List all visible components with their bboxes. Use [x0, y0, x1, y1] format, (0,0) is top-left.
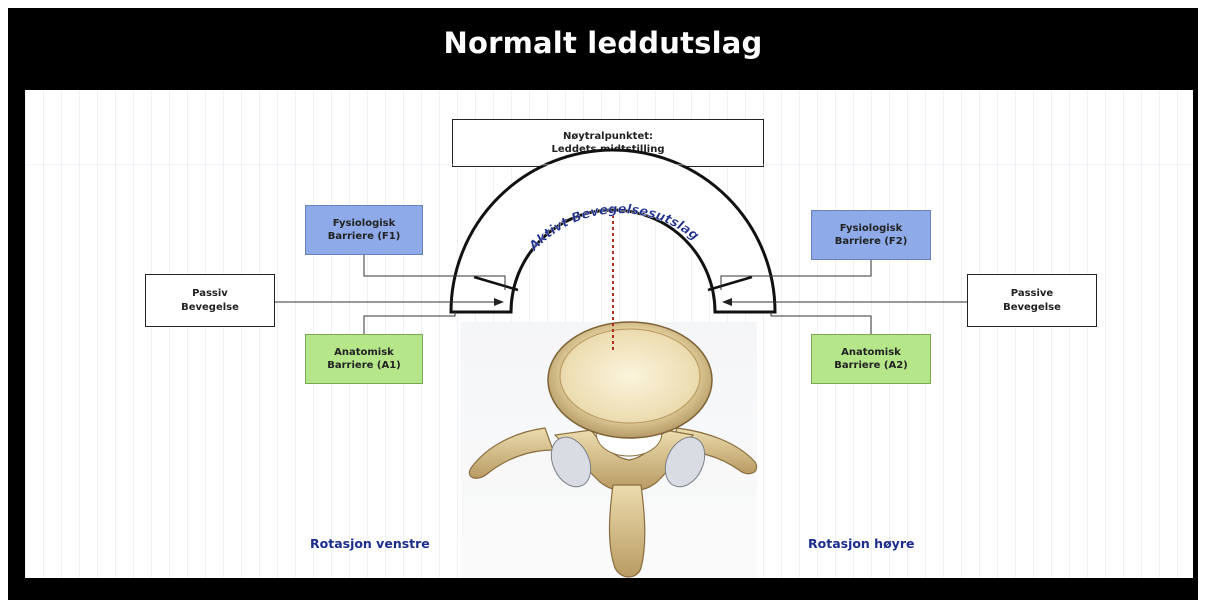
- diagram-graphics: Aktivt Bevegelsesutslag: [25, 90, 1193, 578]
- rotation-right-label: Rotasjon høyre: [808, 536, 914, 551]
- connector-a1: [364, 312, 455, 334]
- connector-a2: [771, 312, 871, 334]
- diagram-panel: Nøytralpunktet: Leddets midtstilling Fys…: [25, 90, 1193, 578]
- slide-title: Normalt leddutslag: [8, 26, 1198, 60]
- rotation-left-label: Rotasjon venstre: [310, 536, 430, 551]
- slide-background: Normalt leddutslag Nøytralpunktet: Ledde…: [8, 8, 1198, 600]
